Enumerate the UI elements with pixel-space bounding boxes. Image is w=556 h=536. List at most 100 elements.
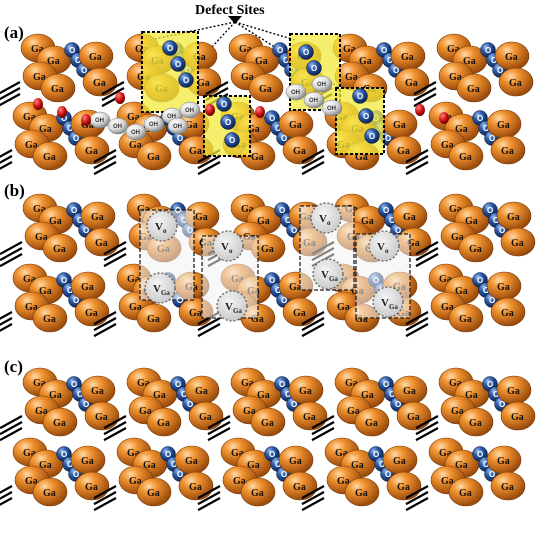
vacancy-site: VGa bbox=[312, 258, 344, 290]
lattice-bond bbox=[405, 161, 429, 176]
gallium-label: Ga bbox=[467, 84, 480, 95]
oxygen-atom: O bbox=[364, 128, 380, 144]
gallium-label: Ga bbox=[343, 44, 356, 55]
gallium-label: Ga bbox=[255, 56, 268, 67]
oxygen-label: O bbox=[477, 114, 483, 123]
oxygen-label: O bbox=[75, 56, 81, 65]
hydroxyl-group: OH bbox=[311, 75, 333, 93]
oxygen-label: O bbox=[165, 450, 171, 459]
oxygen-label: O bbox=[81, 66, 87, 75]
gallium-label: Ga bbox=[53, 244, 66, 255]
oxygen-atom: O bbox=[352, 88, 368, 104]
gallium-atom: Ga bbox=[490, 471, 526, 501]
gallium-label: Ga bbox=[147, 488, 160, 499]
oxygen-label: O bbox=[73, 296, 79, 305]
lattice-bond bbox=[0, 421, 23, 436]
gallium-label: Ga bbox=[33, 204, 46, 215]
gallium-label: Ga bbox=[465, 390, 478, 401]
gallium-atom: Ga bbox=[394, 67, 430, 97]
oxygen-atom: O bbox=[170, 56, 186, 72]
gallium-atom: Ga bbox=[136, 141, 172, 171]
oxygen-label: O bbox=[67, 460, 73, 469]
gallium-label: Ga bbox=[303, 412, 316, 423]
gallium-label: Ga bbox=[233, 476, 246, 487]
vacancy-site: Vo bbox=[310, 202, 342, 234]
lattice-bond bbox=[405, 149, 429, 164]
gallium-label: Ga bbox=[261, 244, 274, 255]
lattice-bond bbox=[0, 491, 13, 500]
hydroxyl-label: OH bbox=[131, 130, 140, 136]
gallium-label: Ga bbox=[23, 448, 36, 459]
lattice-bond bbox=[415, 253, 439, 268]
gallium-label: Ga bbox=[143, 460, 156, 471]
gallium-atom: Ga bbox=[80, 201, 116, 231]
gallium-label: Ga bbox=[33, 378, 46, 389]
gallium-atom: Ga bbox=[498, 67, 534, 97]
gallium-label: Ga bbox=[185, 120, 198, 131]
oxygen-label: O bbox=[225, 118, 231, 127]
oxygen-label: O bbox=[269, 276, 275, 285]
lattice-bond bbox=[93, 311, 117, 326]
gallium-atom: Ga bbox=[344, 477, 380, 507]
vacancy-site: Vo bbox=[212, 230, 244, 262]
gallium-label: Ga bbox=[469, 244, 482, 255]
oxygen-label: O bbox=[485, 46, 491, 55]
gallium-label: Ga bbox=[247, 124, 260, 135]
lattice-bond bbox=[101, 87, 125, 102]
gallium-label: Ga bbox=[243, 406, 256, 417]
callout-arrow-icon bbox=[228, 16, 242, 24]
oxygen-label: O bbox=[487, 206, 493, 215]
lattice-bond bbox=[301, 311, 325, 326]
hydrogen-marker bbox=[57, 106, 67, 118]
lattice-bond bbox=[311, 415, 335, 430]
gallium-atom: Ga bbox=[496, 375, 532, 405]
gallium-label: Ga bbox=[497, 120, 510, 131]
lattice-bond bbox=[93, 149, 117, 164]
oxygen-label: O bbox=[311, 64, 317, 73]
oxygen-label: O bbox=[83, 226, 89, 235]
oxygen-label: O bbox=[77, 216, 83, 225]
gallium-label: Ga bbox=[93, 78, 106, 89]
gallium-atom: Ga bbox=[84, 227, 120, 257]
lattice-bond bbox=[197, 155, 221, 170]
gallium-label: Ga bbox=[439, 274, 452, 285]
gallium-label: Ga bbox=[49, 216, 62, 227]
lattice-bond bbox=[93, 497, 117, 512]
gallium-label: Ga bbox=[259, 84, 272, 95]
oxygen-label: O bbox=[291, 400, 297, 409]
hydroxyl-group: OH bbox=[321, 99, 343, 117]
hydroxyl-label: OH bbox=[95, 118, 104, 124]
gallium-label: Ga bbox=[403, 212, 416, 223]
panel-label-a: (a) bbox=[4, 23, 24, 42]
gallium-atom: Ga bbox=[136, 477, 172, 507]
gallium-atom: Ga bbox=[288, 375, 324, 405]
hydroxyl-label: OH bbox=[291, 90, 300, 96]
gallium-label: Ga bbox=[361, 216, 374, 227]
oxygen-label: O bbox=[177, 134, 183, 143]
gallium-label: Ga bbox=[449, 204, 462, 215]
lattice-bond bbox=[0, 415, 23, 430]
gallium-label: Ga bbox=[53, 418, 66, 429]
hydroxyl-label: OH bbox=[149, 122, 158, 128]
oxygen-label: O bbox=[77, 390, 83, 399]
gallium-atom: Ga bbox=[392, 201, 428, 231]
gallium-label: Ga bbox=[247, 460, 260, 471]
oxygen-label: O bbox=[61, 276, 67, 285]
gallium-label: Ga bbox=[25, 140, 38, 151]
oxygen-label: O bbox=[499, 226, 505, 235]
gallium-atom: Ga bbox=[42, 233, 78, 263]
lattice-bond bbox=[205, 81, 229, 96]
lattice-bond bbox=[405, 317, 429, 332]
gallium-label: Ga bbox=[43, 152, 56, 163]
gallium-label: Ga bbox=[451, 406, 464, 417]
gallium-label: Ga bbox=[439, 448, 452, 459]
lattice-bond bbox=[207, 421, 231, 436]
oxygen-label: O bbox=[385, 134, 391, 143]
gallium-atom: Ga bbox=[240, 477, 276, 507]
gallium-label: Ga bbox=[35, 406, 48, 417]
gallium-atom: Ga bbox=[32, 477, 68, 507]
oxygen-label: O bbox=[281, 296, 287, 305]
lattice-bond bbox=[0, 241, 23, 256]
gallium-label: Ga bbox=[501, 146, 514, 157]
